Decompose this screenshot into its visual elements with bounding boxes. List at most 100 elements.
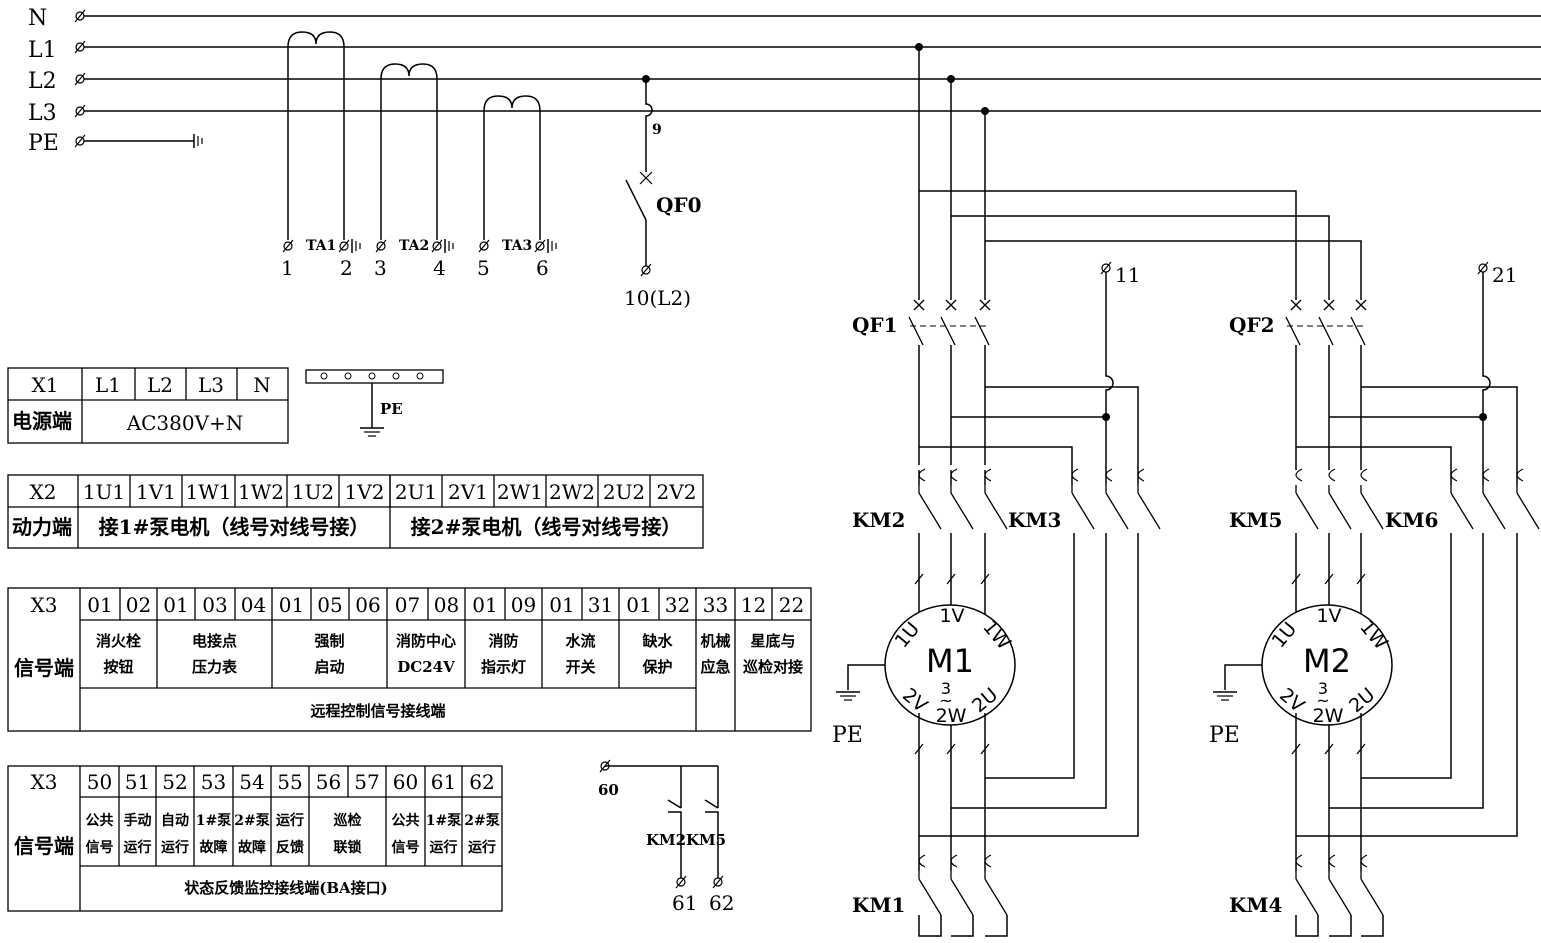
terminal-label: 4 (433, 256, 446, 280)
bus-label-N: N (28, 6, 47, 31)
terminal-label: 11 (1115, 263, 1140, 287)
ct-label: TA1 (306, 238, 336, 254)
ground-icon (351, 238, 361, 254)
breaker-qf0: 9 QF0 10(L2) (624, 75, 702, 310)
breaker-label: QF0 (656, 193, 702, 217)
table-cell: 53 (201, 770, 226, 794)
terminal-label: 61 (672, 891, 697, 915)
table-cell: 52 (162, 770, 187, 794)
table-cell: 01 (472, 593, 497, 617)
ground-icon (547, 238, 557, 254)
table-group-label: 缺水 (641, 632, 673, 650)
table-group-label: 故障 (238, 839, 266, 856)
table-group-label: 消防中心 (396, 632, 456, 650)
svg-text:电源端: 电源端 (12, 409, 72, 433)
bus-label-L3: L3 (28, 101, 57, 126)
svg-text:X3: X3 (31, 593, 58, 617)
svg-text:L3: L3 (198, 373, 224, 397)
table-group-label: 2#泵 (234, 813, 269, 829)
terminal-label: 60 (598, 781, 619, 799)
table-cell: 1V1 (136, 480, 176, 504)
table-cell: 61 (431, 770, 456, 794)
table-cell: 62 (469, 770, 494, 794)
table-cell: 2U1 (395, 480, 437, 504)
ground-icon (193, 133, 203, 149)
table-cell: 09 (511, 593, 536, 617)
bus-label-L1: L1 (28, 38, 57, 63)
terminal-label: 5 (477, 256, 490, 280)
pump-circuit-1: QF1 11 KM2 KM3 (832, 43, 1362, 937)
bus-label-L2: L2 (28, 69, 57, 94)
pe-bar: PE (305, 369, 444, 437)
table-group-label: 1#泵 (426, 813, 461, 829)
terminal-icon (74, 134, 86, 148)
svg-text:2W: 2W (936, 705, 967, 727)
table-group-label: 指示灯 (481, 658, 526, 676)
motor-name: M2 (1303, 642, 1351, 680)
ct-label: TA3 (502, 238, 532, 254)
svg-text:状态反馈监控接线端(BA接口): 状态反馈监控接线端(BA接口) (184, 879, 388, 897)
table-cell: 32 (665, 593, 690, 617)
contact-label: KM5 (686, 831, 726, 849)
table-cell: 01 (87, 593, 112, 617)
terminal-icon (74, 9, 86, 23)
svg-text:AC380V+N: AC380V+N (126, 411, 244, 435)
terminal-label: 1 (281, 256, 294, 280)
bus-L1: L1 (28, 38, 1541, 63)
svg-text:动力端: 动力端 (12, 515, 72, 539)
ground-icon (444, 238, 454, 254)
terminal-label: 10(L2) (624, 286, 691, 310)
table-cell: 01 (163, 593, 188, 617)
table-group-label: 公共 (86, 812, 114, 829)
table-cell: 08 (434, 593, 459, 617)
pump-circuit-2: QF2 21 KM5 KM6 M2 1U 1V (1209, 261, 1540, 937)
pe-bar-label: PE (380, 400, 403, 418)
table-cell: 31 (588, 593, 613, 617)
table-cell: 2U2 (603, 480, 645, 504)
ct-label: TA2 (399, 238, 429, 254)
terminal-table-x1: X1 L1 L2 L3 N 电源端 AC380V+N (7, 367, 289, 444)
table-group-label: 自动 (161, 812, 189, 829)
table-cell: 57 (354, 770, 379, 794)
terminal-label: 2 (340, 256, 353, 280)
table-cell: 1W2 (238, 480, 284, 504)
terminal-label: 21 (1492, 263, 1517, 287)
table-group-label: 机械 (700, 632, 730, 650)
busbars: N L1 L2 L3 PE (28, 6, 1541, 156)
contactor-label: KM2 (852, 508, 905, 532)
table-cell: 60 (393, 770, 418, 794)
terminal-label: 3 (374, 256, 387, 280)
table-group-label: 消火栓 (96, 632, 141, 650)
ground-icon (835, 691, 861, 701)
table-group-label: 按钮 (103, 658, 133, 676)
table-cell: 1V2 (345, 480, 385, 504)
table-group-label: 信号 (392, 839, 420, 856)
svg-text:L1: L1 (95, 373, 121, 397)
table-group-label: 应急 (700, 658, 730, 676)
table-group-label: DC24V (397, 658, 455, 676)
table-cell: 02 (126, 593, 151, 617)
table-group-label: 运行 (468, 839, 496, 856)
table-cell: 2W2 (549, 480, 595, 504)
svg-text:2W: 2W (1313, 705, 1344, 727)
terminal-label: 6 (536, 256, 549, 280)
table-group-label: 消防 (488, 632, 518, 650)
svg-text:1V: 1V (939, 605, 964, 627)
table-group-label: 巡检 (334, 812, 362, 829)
table-group-label: 故障 (200, 839, 228, 856)
table-cell: 12 (741, 593, 766, 617)
table-cell: 54 (239, 770, 264, 794)
table-group-label: 压力表 (192, 658, 238, 676)
table-group-label: 公共 (392, 812, 420, 829)
svg-text:X1: X1 (32, 373, 59, 397)
contactor-label: KM4 (1229, 893, 1283, 917)
table-cell: 05 (317, 593, 342, 617)
ground-icon (359, 427, 385, 437)
table-cell: 1U1 (83, 480, 125, 504)
svg-text:L2: L2 (147, 373, 173, 397)
svg-text:接1#泵电机（线号对线号接）: 接1#泵电机（线号对线号接） (99, 515, 370, 539)
svg-text:3: 3 (941, 679, 951, 698)
